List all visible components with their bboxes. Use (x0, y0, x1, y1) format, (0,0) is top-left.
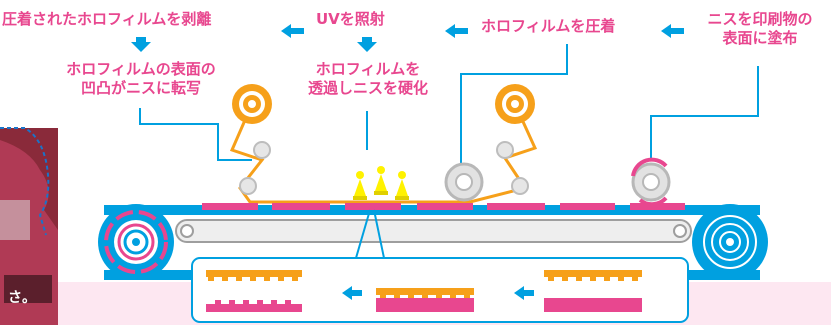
film-reel-takeup (495, 84, 535, 124)
detail-pressed (376, 288, 474, 312)
pressure-roller (444, 162, 484, 202)
hologram-film-path (229, 103, 538, 204)
label-coat-varnish-line1: ニスを印刷物の (707, 10, 813, 28)
note-uv-cure-line2: 透過しニスを硬化 (307, 79, 428, 97)
arrow-left-3 (661, 24, 684, 38)
detail-peeled (206, 270, 302, 281)
film-reel-supply (232, 84, 272, 124)
callout-lines (139, 44, 759, 200)
product-photo (0, 127, 58, 325)
label-coat-varnish: ニスを印刷物の 表面に塗布 (695, 10, 825, 48)
detail-before (544, 270, 642, 312)
note-texture-transfer-line2: 凹凸がニスに転写 (80, 79, 201, 97)
guide-rollers (239, 141, 529, 195)
arrow-left-1 (281, 24, 304, 38)
detail-arrow-1 (342, 286, 362, 300)
uv-lamp-3 (395, 171, 409, 200)
note-uv-cure-line1: ホロフィルムを (315, 60, 421, 78)
step-arrows (131, 24, 684, 52)
note-uv-cure: ホロフィルムを 透過しニスを硬化 (288, 60, 448, 98)
note-texture-transfer-line1: ホロフィルムの表面の (66, 60, 216, 78)
photo-caption-fragment: さ。 (8, 290, 36, 306)
arrow-left-2 (445, 24, 468, 38)
arrow-down-2 (357, 37, 377, 52)
uv-lamp-1 (353, 171, 367, 200)
uv-lamp-2 (374, 166, 388, 195)
uv-lamps (353, 166, 409, 200)
left-drive-drum (98, 204, 174, 280)
note-texture-transfer: ホロフィルムの表面の 凹凸がニスに転写 (44, 60, 238, 98)
label-peel-film: 圧着されたホロフィルムを剥離 (2, 10, 212, 28)
label-coat-varnish-line2: 表面に塗布 (722, 29, 798, 47)
right-drive-drum (692, 204, 768, 280)
label-uv-irradiation: UVを照射 (316, 10, 385, 28)
zoom-detail-box (191, 257, 689, 323)
zoom-connector (355, 209, 385, 259)
printed-sheets (202, 203, 685, 210)
detail-arrow-2 (514, 286, 534, 300)
arrow-down-1 (131, 37, 151, 52)
varnish-coating-roller (631, 157, 671, 207)
label-press-film: ホロフィルムを圧着 (481, 17, 616, 35)
